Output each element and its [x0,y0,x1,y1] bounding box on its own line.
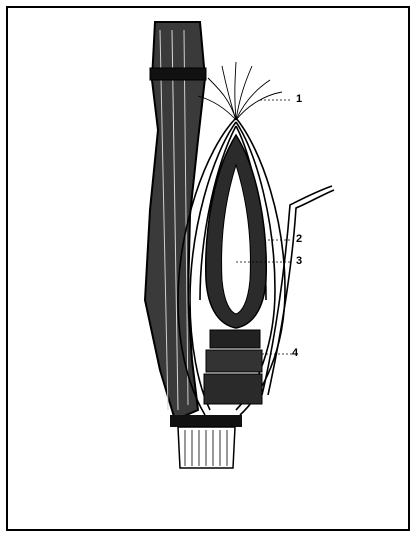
stalk-segments [204,330,262,404]
label-4: 4 [292,347,298,359]
label-3: 3 [296,255,302,267]
stigmas [198,62,282,120]
label-1: 1 [296,93,302,105]
label-2: 2 [296,233,302,245]
base-node [170,415,242,468]
culm [145,22,206,420]
